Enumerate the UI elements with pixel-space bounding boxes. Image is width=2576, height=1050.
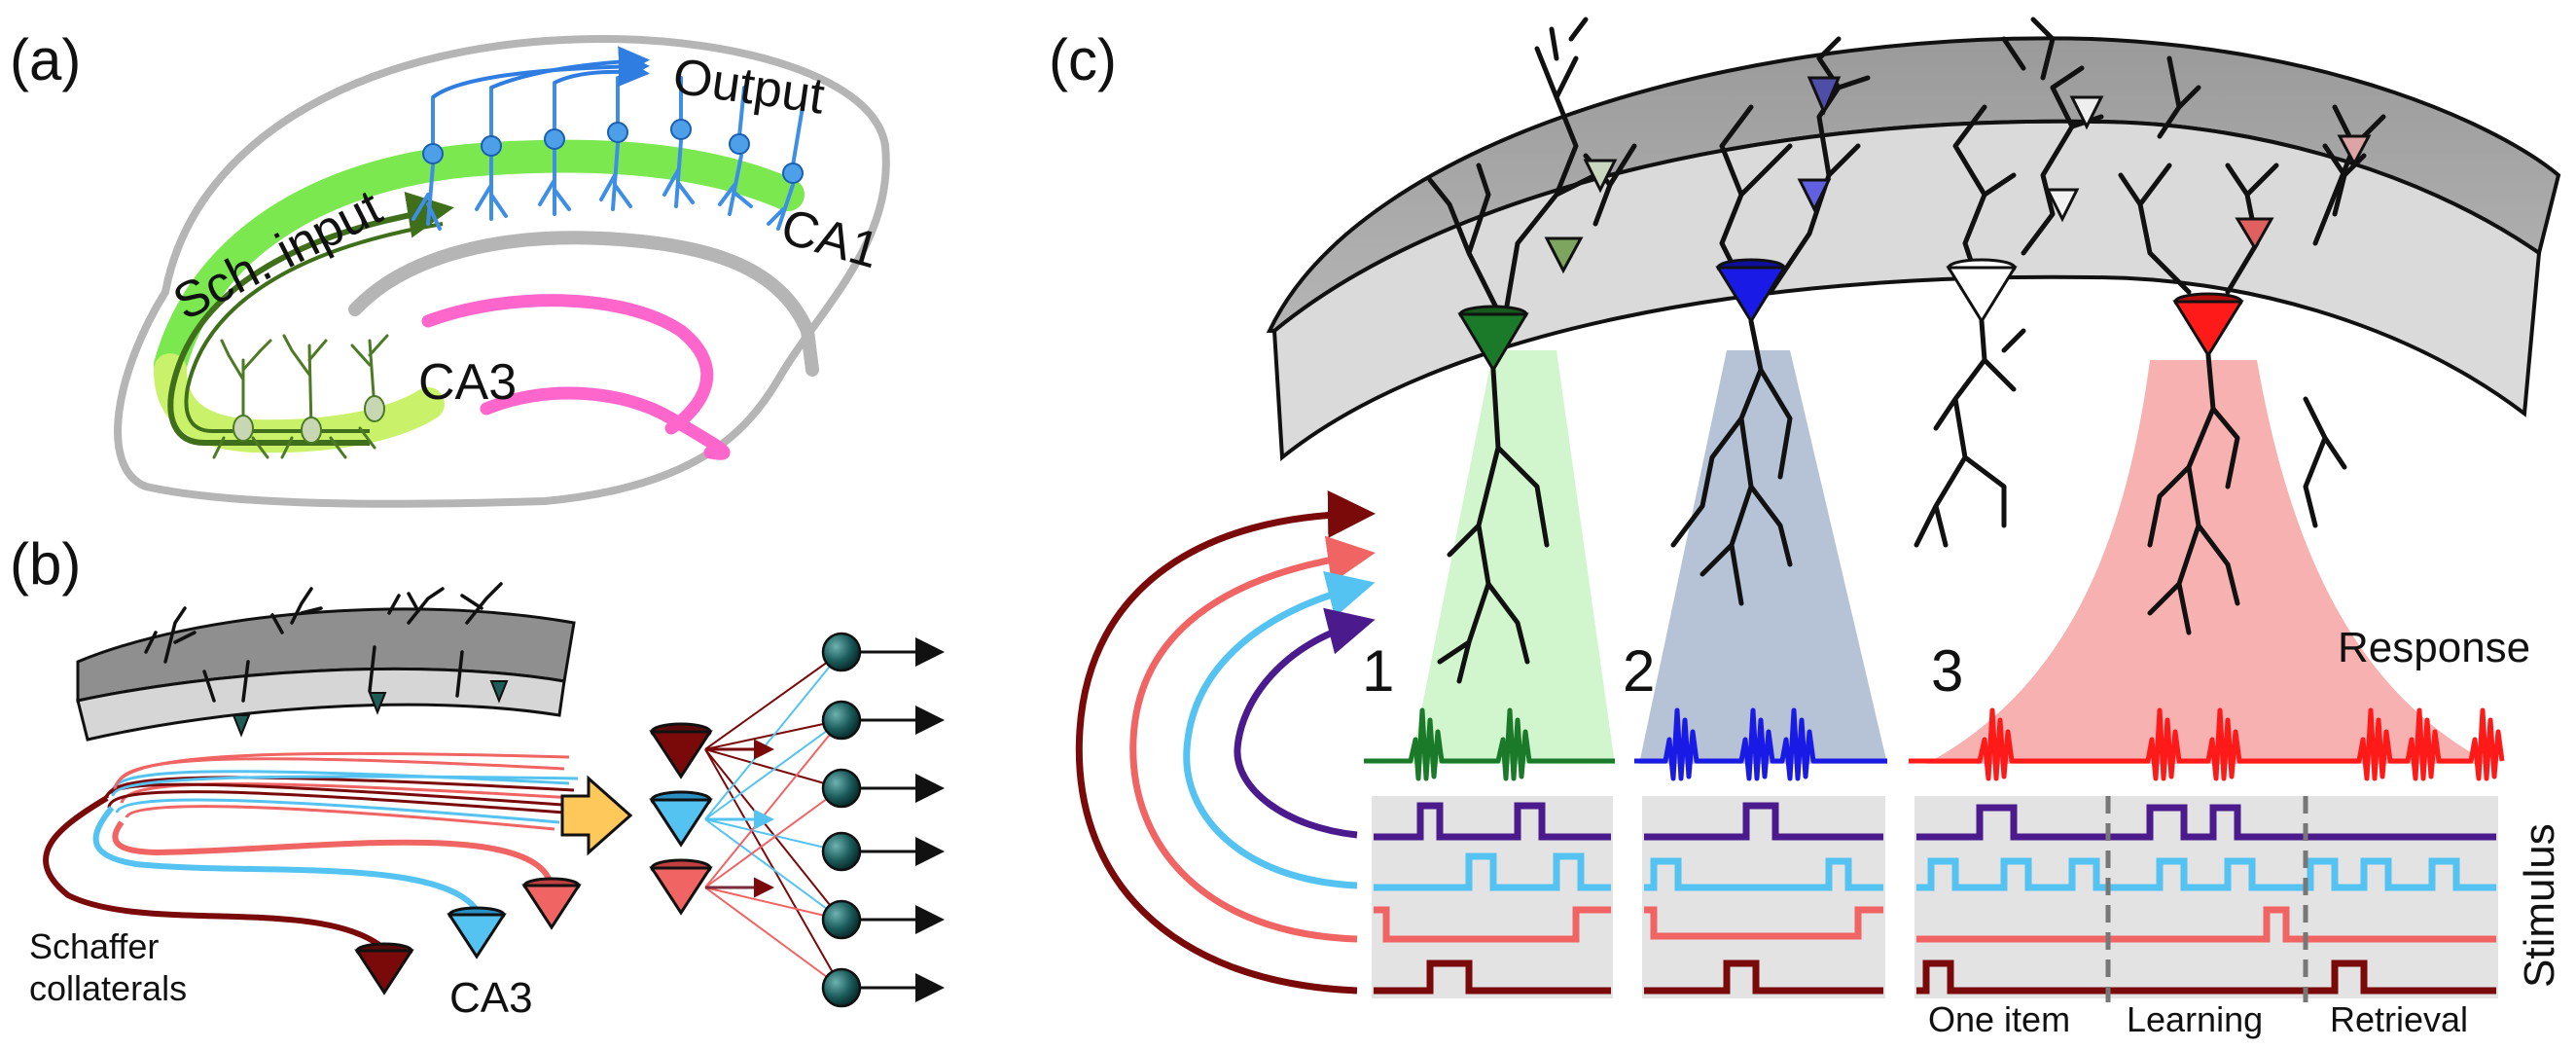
phase-label-one-item: One item — [1928, 999, 2070, 1039]
panel-c-label: (c) — [1049, 27, 1117, 92]
ca1-label: CA1 — [775, 199, 885, 280]
ca3-label-a: CA3 — [418, 354, 517, 411]
response-trace-red — [1909, 707, 2505, 781]
ca3-band — [154, 353, 445, 453]
field-red — [1926, 360, 2490, 764]
slab-c-cells — [1457, 76, 2372, 373]
phase-label-retrieval: Retrieval — [2330, 999, 2468, 1039]
output-label: Output — [669, 48, 828, 125]
ca3-neuron-dendrites — [212, 334, 389, 459]
collateral-dark-red — [43, 795, 386, 952]
stim-panel-3 — [1914, 796, 2498, 998]
arc-dark-red — [1075, 489, 1376, 995]
collateral-salmon — [112, 820, 553, 883]
cell-number-3: 3 — [1931, 638, 1963, 704]
panel-a: (a) — [10, 27, 890, 508]
slab-c-front — [1271, 119, 2542, 461]
arc-salmon — [1129, 535, 1376, 943]
panel-b: (b) — [10, 531, 945, 1022]
response-trace-green — [1364, 707, 1615, 781]
ca3-neurons — [212, 334, 389, 459]
network-output-arrows — [861, 637, 945, 1002]
field-blue — [1639, 350, 1887, 764]
field-green — [1411, 350, 1615, 764]
ca3-label-b: CA3 — [449, 974, 533, 1022]
arc-purple — [1234, 607, 1376, 839]
ca1-band — [154, 139, 805, 381]
abstract-network — [649, 632, 945, 1008]
panel-c: (c) — [1049, 17, 2563, 1039]
ca1-neurons — [411, 46, 805, 231]
stimulus-feed-arcs — [1075, 489, 1376, 995]
cell-number-2: 2 — [1623, 638, 1655, 704]
transform-arrow — [560, 775, 633, 856]
stim-panel-2 — [1642, 796, 1885, 998]
schaffer-collateral-fibers — [103, 751, 579, 831]
hippocampus-outline — [114, 34, 890, 508]
schaffer-input-arrow — [167, 192, 454, 446]
stim-panel-1 — [1372, 796, 1613, 998]
hippocampus-inner-fold — [348, 231, 819, 377]
slab-b-front — [76, 667, 566, 742]
ca3-cells-b — [354, 877, 582, 996]
cell-number-1: 1 — [1362, 638, 1394, 704]
panel-b-label: (b) — [10, 531, 81, 597]
ca1-output-arrow — [431, 51, 650, 99]
arc-light-blue — [1183, 570, 1376, 889]
descending-dendrites — [1437, 318, 2347, 684]
schaffer-input-arrow-inner — [184, 222, 444, 433]
dentate-gyrus-lower — [480, 386, 731, 460]
slab-b-cells — [232, 680, 509, 738]
phase-dividers — [2105, 796, 2308, 1002]
slab-b-dendrites — [144, 582, 503, 703]
collateral-light-blue — [92, 806, 480, 912]
stimulus-traces — [1374, 802, 2496, 995]
response-traces — [1364, 707, 2505, 781]
phase-label-learning: Learning — [2127, 999, 2263, 1039]
ca1-output-arrow-3 — [554, 55, 650, 88]
response-label: Response — [2338, 624, 2530, 671]
stimulus-label: Stimulus — [2516, 823, 2563, 988]
response-trace-blue — [1634, 707, 1887, 781]
schaffer-label-line2: collaterals — [29, 968, 187, 1008]
schaffer-label-line1: Schaffer — [29, 926, 159, 966]
panel-a-label: (a) — [10, 27, 81, 92]
dentate-gyrus-upper — [421, 294, 714, 435]
